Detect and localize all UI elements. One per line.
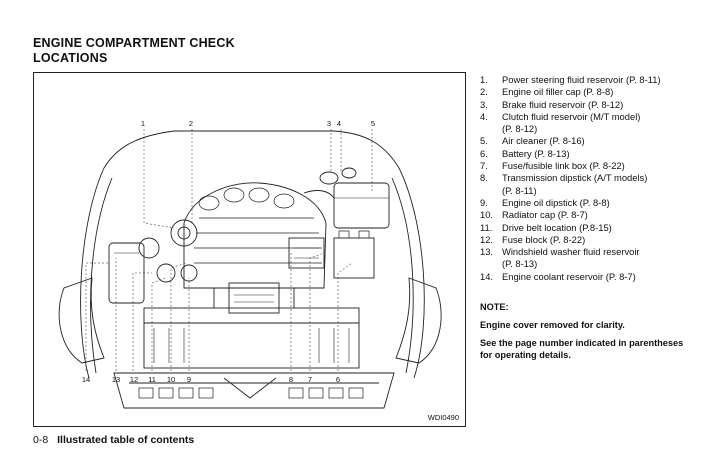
legend-item-3: 3.Brake fluid reservoir (P. 8-12) [480, 98, 624, 110]
note-line-1: Engine cover removed for clarity. [480, 320, 625, 330]
callout-2: 2 [188, 119, 194, 128]
callout-3: 3 [326, 119, 332, 128]
page-title-line-1: ENGINE COMPARTMENT CHECK [33, 36, 235, 50]
legend-list: 1.Power steering fluid reservoir (P. 8-1… [480, 74, 700, 283]
engine-compartment-diagram: 1 2 3 4 5 14 13 12 11 10 9 8 7 6 WDI0490 [33, 72, 466, 427]
callout-5: 5 [370, 119, 376, 128]
callout-12: 12 [129, 375, 139, 384]
legend-item-13-page: (P. 8-13) [502, 258, 538, 270]
page-title-line-2: LOCATIONS [33, 51, 108, 65]
callout-14: 14 [81, 375, 91, 384]
legend-item-2: 2.Engine oil filler cap (P. 8-8) [480, 86, 614, 98]
legend-item-13: 13.Windshield washer fluid reservoir [480, 246, 640, 258]
callout-7: 7 [307, 375, 313, 384]
callout-4: 4 [336, 119, 342, 128]
page-footer: 0-8 Illustrated table of contents [33, 434, 433, 447]
section-title: Illustrated table of contents [57, 434, 195, 446]
callout-11: 11 [148, 375, 156, 384]
callout-1: 1 [140, 119, 146, 128]
callout-8: 8 [288, 375, 294, 384]
legend-item-7: 7.Fuse/fusible link box (P. 8-22) [480, 160, 625, 172]
callout-9: 9 [186, 375, 192, 384]
legend-item-8-page: (P. 8-11) [502, 184, 537, 196]
legend-item-1: 1.Power steering fluid reservoir (P. 8-1… [480, 74, 661, 85]
legend-item-5: 5.Air cleaner (P. 8-16) [480, 135, 585, 147]
legend-item-4-page: (P. 8-12) [502, 123, 538, 135]
legend-item-10: 10.Radiator cap (P. 8-7) [480, 209, 588, 221]
legend-item-14: 14.Engine coolant reservoir (P. 8-7) [480, 270, 636, 282]
page-title: ENGINE COMPARTMENT CHECK LOCATIONS [33, 36, 293, 66]
note-heading: NOTE: [480, 302, 509, 312]
callout-13: 13 [111, 375, 121, 384]
legend-item-12: 12.Fuse block (P. 8-22) [480, 233, 586, 245]
legend-item-8: 8.Transmission dipstick (A/T models) [480, 172, 648, 184]
engine-illustration [58, 129, 442, 409]
legend-item-9: 9.Engine oil dipstick (P. 8-8) [480, 196, 610, 208]
page-number: 0-8 [33, 434, 49, 446]
legend-item-11: 11.Drive belt location (P.8-15) [480, 221, 612, 233]
diagram-code: WDI0490 [427, 413, 459, 422]
note-line-2: See the page number indicated in parenth… [480, 338, 684, 360]
legend-item-4: 4.Clutch fluid reservoir (M/T model) [480, 110, 641, 122]
callout-10: 10 [166, 375, 176, 384]
note-block: NOTE: Engine cover removed for clarity. … [480, 301, 690, 367]
callout-6: 6 [335, 375, 341, 384]
legend-item-6: 6.Battery (P. 8-13) [480, 147, 570, 159]
